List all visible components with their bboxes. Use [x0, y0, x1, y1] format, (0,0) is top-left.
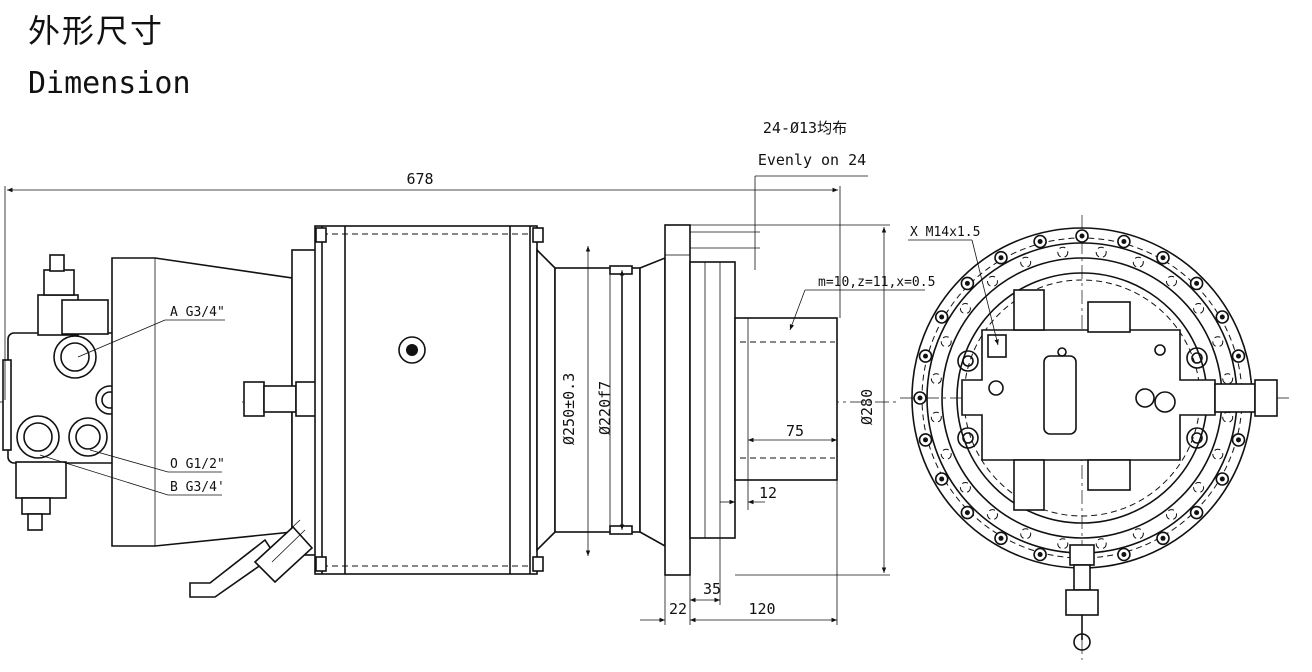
- side-dimensions: 678 24-Ø13均布 Evenly on 24 m=10,z=11,x=0.…: [4, 119, 935, 625]
- hidden-hole: [1095, 246, 1107, 258]
- hidden-hole: [1222, 373, 1234, 385]
- dim-len75: 75: [786, 422, 804, 440]
- drawing-title-en: Dimension: [28, 66, 191, 101]
- motor-housing: [314, 225, 544, 575]
- bolt-hole-center: [1160, 535, 1166, 541]
- hidden-hole: [1057, 246, 1069, 258]
- hidden-hole: [940, 336, 952, 348]
- callout-port-a: A G3/4": [170, 305, 225, 320]
- bolt-hole-center: [1160, 255, 1166, 261]
- hidden-hole: [1222, 411, 1234, 423]
- dim-len12: 12: [759, 484, 777, 502]
- bolt-hole-center: [923, 353, 928, 359]
- front-valve-body: [957, 289, 1278, 651]
- bolt-hole-center: [998, 535, 1004, 541]
- port-callouts: A G3/4" O G1/2" B G3/4': [39, 305, 225, 496]
- bolt-hole-center: [939, 314, 945, 320]
- dim-len120: 120: [748, 600, 775, 618]
- valve-block: [2, 254, 125, 531]
- dim-overall-length: 678: [406, 170, 433, 188]
- hidden-hole: [940, 448, 952, 460]
- hidden-hole: [1020, 528, 1032, 540]
- hidden-hole: [1020, 256, 1032, 268]
- bolt-hole-center: [917, 395, 923, 401]
- side-view: 678 24-Ø13均布 Evenly on 24 m=10,z=11,x=0.…: [0, 119, 935, 625]
- callout-holes-cn: 24-Ø13均布: [763, 119, 847, 137]
- bolt-hole-center: [1194, 510, 1200, 516]
- hidden-hole: [1212, 448, 1224, 460]
- flange-bolt-holes: [913, 229, 1251, 567]
- hidden-hole: [1095, 538, 1107, 550]
- bolt-hole-center: [1121, 239, 1127, 244]
- bolt-hole-center: [1037, 552, 1043, 557]
- bolt-hole-center: [1037, 239, 1043, 244]
- hidden-hole: [1193, 303, 1205, 314]
- dim-d250: Ø250±0.3: [560, 373, 578, 445]
- bolt-hole-center: [1219, 476, 1225, 482]
- bolt-hole-center: [964, 280, 970, 286]
- hidden-hole: [959, 482, 971, 493]
- hidden-hole: [1132, 528, 1144, 540]
- hidden-hole: [1132, 256, 1144, 268]
- gearbox: [536, 224, 838, 576]
- bolt-hole-center: [964, 510, 970, 516]
- bolt-hole-center: [939, 476, 945, 482]
- callout-gear: m=10,z=11,x=0.5: [818, 275, 935, 290]
- bolt-hole-center: [1236, 437, 1241, 443]
- callout-port-x: X M14x1.5: [910, 225, 980, 240]
- bolt-hole-center: [1121, 552, 1127, 557]
- bolt-hole-center: [1219, 314, 1225, 320]
- hidden-hole: [930, 411, 942, 423]
- bolt-hole-center: [1236, 353, 1241, 359]
- hidden-hole: [959, 303, 971, 314]
- bolt-hole-center: [998, 255, 1004, 261]
- hidden-hole: [1166, 275, 1177, 287]
- pump-housing: [111, 249, 342, 598]
- dim-len22: 22: [669, 600, 687, 618]
- hidden-hole: [1212, 336, 1224, 348]
- dim-len35: 35: [703, 580, 721, 598]
- dim-d220: Ø220f7: [596, 381, 614, 435]
- bolt-hole-center: [1079, 233, 1085, 239]
- callout-holes-en: Evenly on 24: [758, 151, 866, 169]
- hidden-hole: [1193, 482, 1205, 493]
- hidden-hole: [987, 509, 998, 521]
- hidden-hole: [1057, 538, 1069, 550]
- callout-port-b: B G3/4': [170, 480, 225, 495]
- hidden-hole: [987, 275, 998, 287]
- callout-port-o: O G1/2": [170, 457, 225, 472]
- bolt-hole-center: [1194, 280, 1200, 286]
- bolt-hole-center: [923, 437, 928, 443]
- hidden-hole: [1166, 509, 1177, 521]
- dim-d280: Ø280: [858, 389, 876, 425]
- hidden-hole: [930, 373, 942, 385]
- drawing-title-cn: 外形尺寸: [28, 12, 165, 50]
- front-view: X M14x1.5: [900, 215, 1290, 660]
